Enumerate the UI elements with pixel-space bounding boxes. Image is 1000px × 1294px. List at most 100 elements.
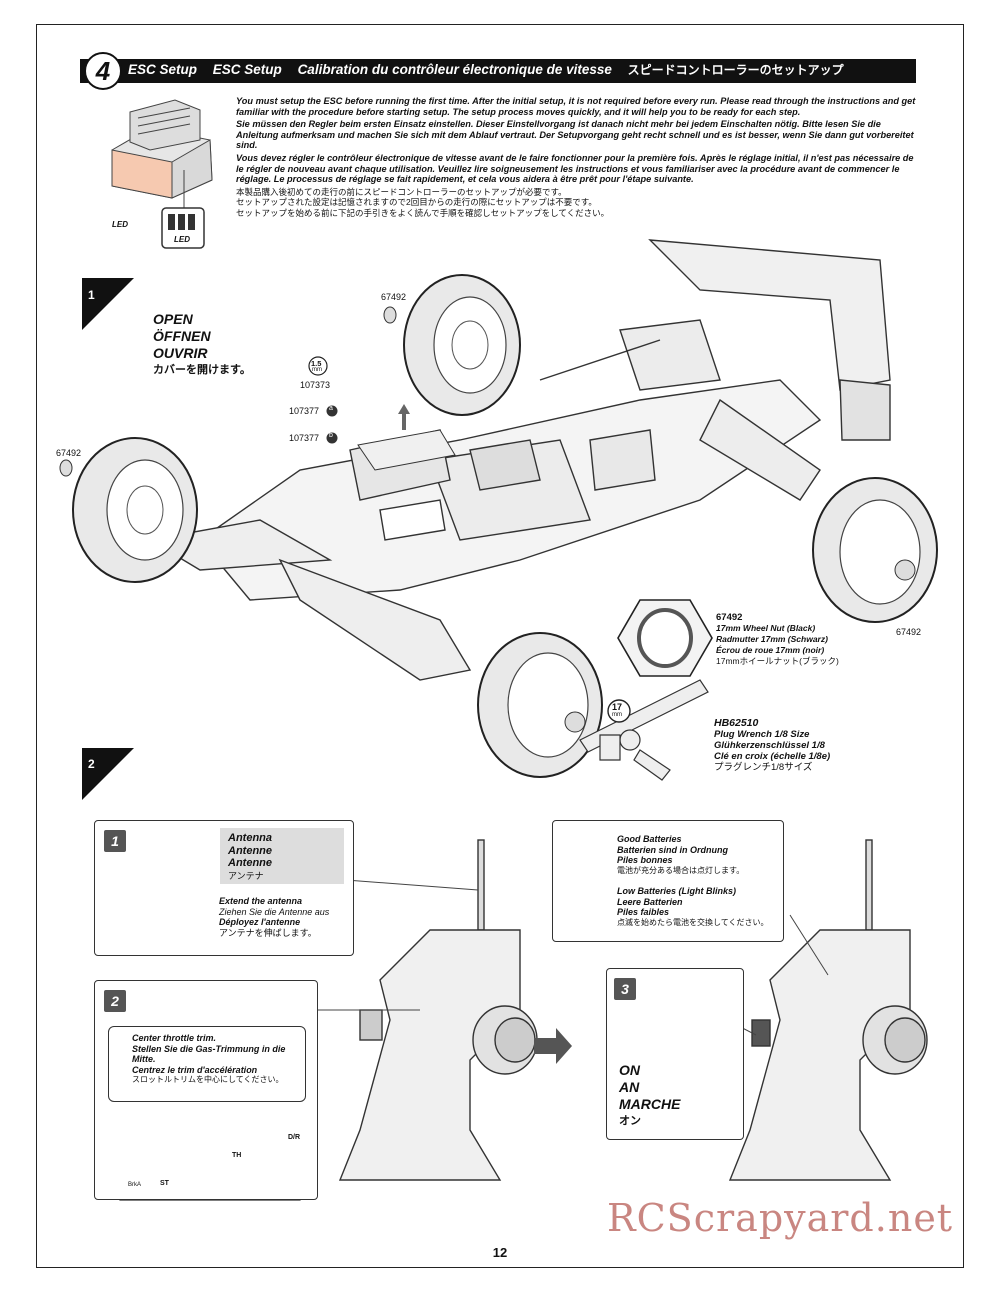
intro-fr: Vous devez régler le contrôleur électron… [236, 152, 914, 185]
part-badge-a [326, 405, 338, 417]
throttle-trim-step-number: 2 [104, 990, 126, 1012]
transmitter-right-illustration [728, 839, 928, 1181]
warn-jp: スロットルトリムを中心にしてください。 [132, 1075, 284, 1084]
badge-a: a [329, 405, 333, 412]
good-jp: 電池が充分ある場合は点灯します。 [617, 865, 745, 875]
transmitter-left-illustration [338, 839, 538, 1181]
knob-st-label: ST [160, 1180, 169, 1187]
nut-left-icon [59, 459, 73, 477]
title-de: ESC Setup [212, 62, 282, 77]
wheel-nut-jp: 17mmホイールナット(ブラック) [716, 656, 839, 666]
section-step-number: 4 [84, 52, 122, 90]
title-en: ESC Setup [128, 62, 198, 77]
wrench-de: Glühkerzenschlüssel 1/8 [714, 740, 825, 751]
on-de: AN [619, 1079, 640, 1095]
antenna-step-number: 1 [104, 830, 126, 852]
part-b-code: 107377 [289, 433, 320, 443]
flow-arrow-icon [534, 1028, 572, 1064]
open-de: ÖFFNEN [153, 328, 211, 344]
part-a-code: 107377 [289, 406, 320, 416]
plug-wrench-icon [579, 679, 709, 781]
substep-1-number: 1 [88, 288, 95, 302]
on-jp: オン [619, 1115, 641, 1127]
warn-en: Center throttle trim. [132, 1033, 217, 1043]
hex-size-value: 1.5 [311, 359, 322, 368]
low-de: Leere Batterien [617, 896, 683, 907]
good-fr: Piles bonnes [617, 855, 673, 865]
throttle-trim-warning-bubble [108, 1026, 306, 1102]
page-frame [36, 24, 964, 1268]
warn-fr: Centrez le trim d'accélération [132, 1064, 258, 1075]
wrench-jp: プラグレンチ1/8サイズ [714, 762, 813, 773]
wheel-bottom [477, 632, 603, 778]
section-header-bar [80, 59, 916, 83]
badge-b: b [329, 432, 333, 439]
nut-top-left-code: 67492 [381, 292, 407, 302]
esc-led-label: LED [112, 220, 128, 229]
low-jp: 点滅を始めたら電池を交換してください。 [617, 917, 769, 927]
hex-size-unit: mm [312, 367, 322, 373]
cover-lift-arrow [357, 404, 456, 471]
wheel-nut-callout: 67492 17mm Wheel Nut (Black) Radmutter 1… [716, 612, 839, 667]
antenna-label: Antenna Antenne Antenne アンテナ [228, 832, 272, 882]
led-indicator-icon [161, 207, 205, 249]
nut-left-code: 67492 [56, 448, 82, 458]
antenna-jp: アンテナ [228, 870, 264, 881]
wheel-right [812, 477, 938, 623]
wrench-fr: Clé en croix (échelle 1/8e) [714, 751, 831, 762]
wrench-size-value: 17 [612, 702, 623, 712]
wrench-size-badge [607, 699, 631, 723]
wheel-nut-de: Radmutter 17mm (Schwarz) [716, 634, 828, 644]
wrench-en: Plug Wrench 1/8 Size [714, 729, 810, 740]
warn-de: Stellen Sie die Gas-Trimmung in die Mitt… [132, 1043, 286, 1065]
extend-jp: アンテナを伸ばします。 [219, 927, 317, 938]
wheel-top-left [403, 274, 521, 416]
low-batteries-text: Low Batteries (Light Blinks) Leere Batte… [617, 886, 769, 928]
good-de: Batterien sind in Ordnung [617, 844, 729, 855]
open-en: OPEN [153, 311, 193, 327]
on-en: ON [619, 1062, 640, 1078]
part-badge-b [326, 432, 338, 444]
part-screw-code: 107373 [300, 380, 331, 390]
throttle-trim-warning: Center throttle trim. Stellen Sie die Ga… [132, 1033, 302, 1086]
intro-de: Sie müssen den Regler beim ersten Einsat… [236, 119, 914, 151]
extend-antenna-text: Extend the antenna Ziehen Sie die Antenn… [219, 896, 329, 938]
battery-status-box [552, 820, 784, 942]
wrench-size-unit: mm [612, 712, 622, 718]
intro-text: You must setup the ESC before running th… [236, 96, 916, 219]
antenna-de: Antenne [228, 844, 272, 857]
title-fr: Calibration du contrôleur électronique d… [297, 62, 612, 77]
wheel-nut-code: 67492 [716, 612, 743, 623]
knob-th-label: TH [232, 1152, 242, 1159]
extend-de: Ziehen Sie die Antenne aus [219, 906, 330, 917]
intro-jp-1: 本製品購入後初めての走行の前にスピードコントローラーのセットアップが必要です。 [236, 186, 567, 197]
substep-1-badge [82, 278, 134, 330]
intro-jp-3: セットアップを始める前に下記の手引きをよく読んで手順を確認しセットアップをしてく… [236, 207, 610, 218]
esc-unit-illustration [111, 99, 213, 210]
wrench-code: HB62510 [714, 717, 759, 729]
low-en: Low Batteries (Light Blinks) [617, 886, 737, 896]
antenna-label-panel [220, 828, 344, 884]
extend-en: Extend the antenna [219, 896, 303, 906]
title-jp: スピードコントローラーのセットアップ [627, 63, 844, 77]
watermark-text: RCScrapyard.net [607, 1196, 954, 1240]
section-title: ESC Setup ESC Setup Calibration du contr… [128, 61, 856, 78]
antenna-fr: Antenne [228, 857, 272, 869]
wheel-nut-en: 17mm Wheel Nut (Black) [716, 623, 816, 633]
on-fr: MARCHE [619, 1096, 681, 1112]
extend-fr: Déployez l'antenne [219, 917, 301, 927]
nut-top-left-icon [383, 306, 397, 324]
substep-2-number: 2 [88, 757, 95, 771]
knob-brk-label: BrkA [128, 1182, 142, 1188]
knob-dr-label: D/R [288, 1134, 301, 1141]
wheel-left [72, 437, 198, 583]
led-label: LED [174, 235, 190, 244]
open-jp: カバーを開けます。 [153, 364, 251, 376]
substep-2-badge [82, 748, 134, 800]
wheel-nut-fr: Écrou de roue 17mm (noir) [716, 645, 825, 655]
antenna-en: Antenna [228, 832, 272, 844]
hex-size-badge [308, 356, 328, 376]
power-on-label: ON AN MARCHE オン [619, 1062, 680, 1130]
wrench-callout: HB62510 Plug Wrench 1/8 Size Glühkerzens… [714, 717, 831, 774]
nut-right-code: 67492 [896, 627, 922, 637]
